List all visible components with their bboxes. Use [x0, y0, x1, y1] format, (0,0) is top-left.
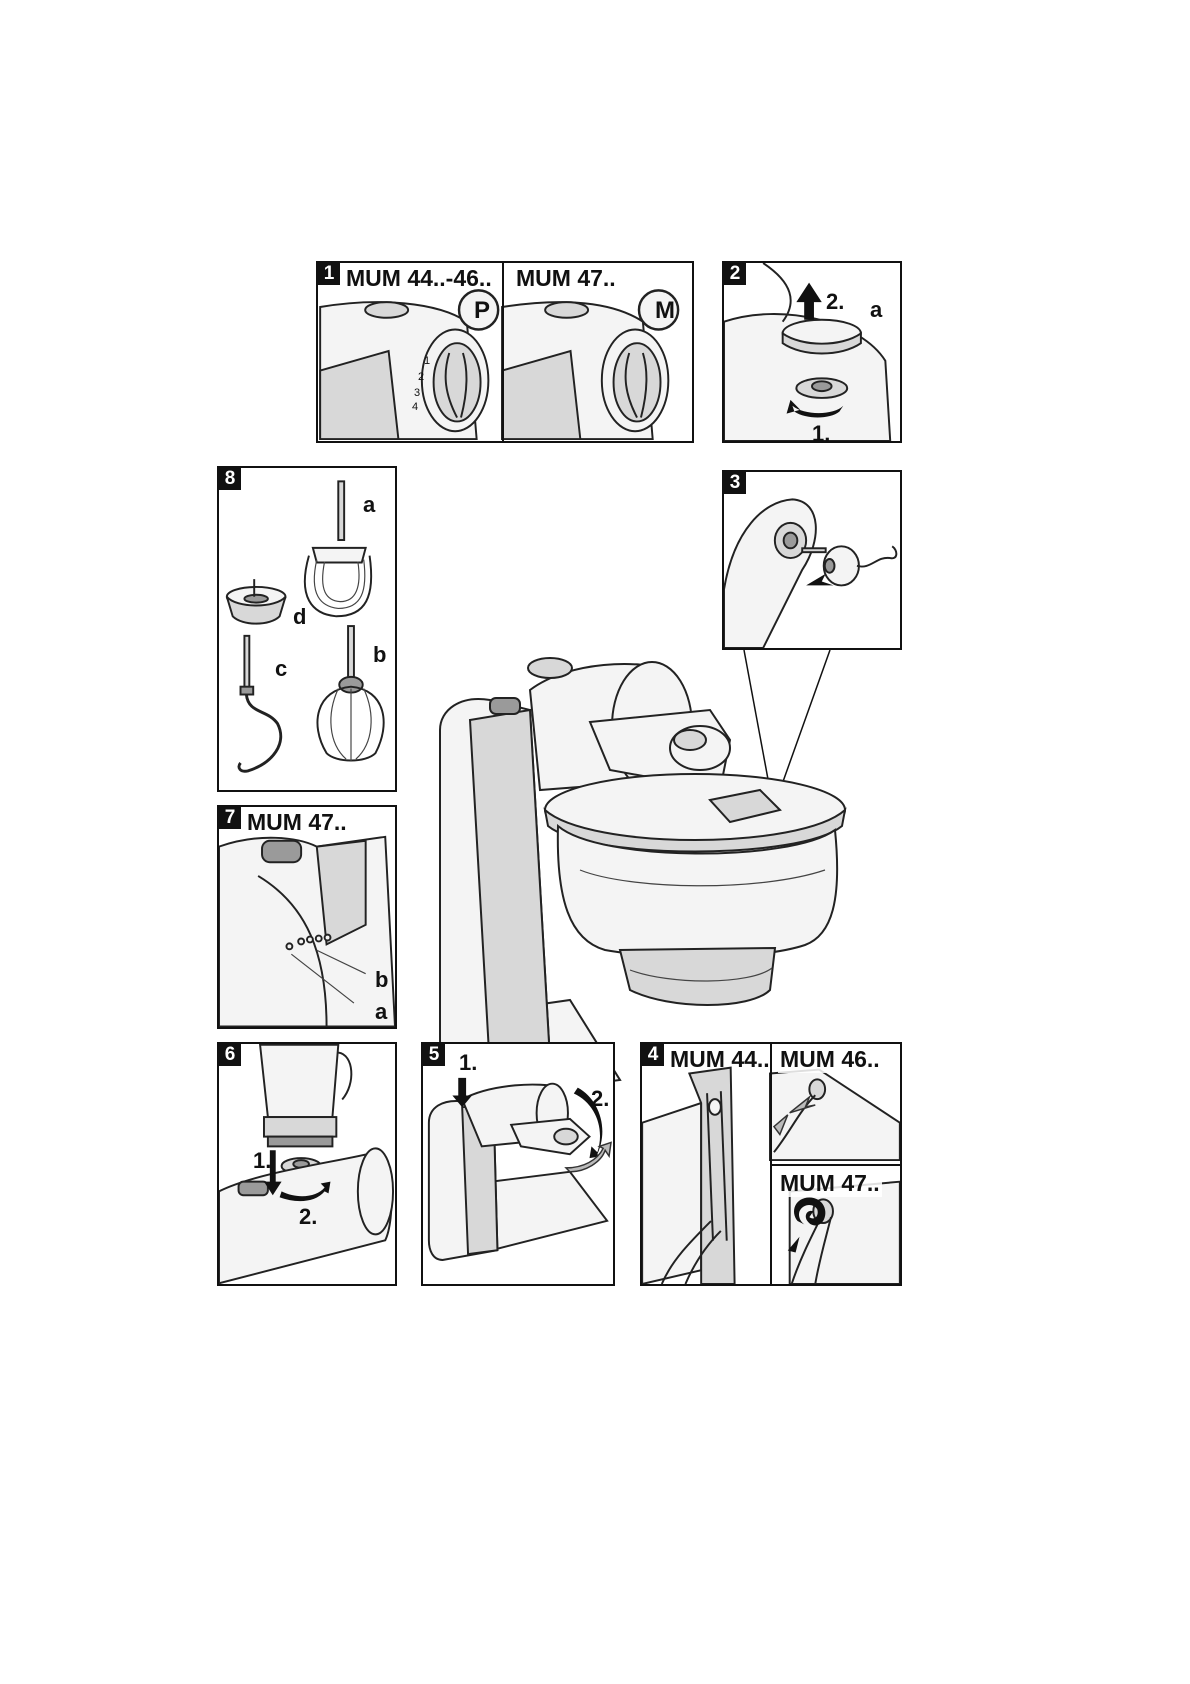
accessories-illustration [225, 480, 385, 773]
m-symbol: M [655, 297, 675, 324]
p-symbol: P [474, 297, 491, 324]
part-d-label: d [293, 604, 307, 629]
panel-number: 4 [642, 1044, 664, 1066]
panel-1-speed-dial: 1 MUM 44..-46.. MUM 47.. P M 1 2 3 4 [316, 261, 694, 443]
arm-positioning-illustration [427, 1077, 612, 1261]
model-label-b: MUM 46.. [778, 1046, 882, 1073]
rotate-arrow-icon [794, 1197, 826, 1226]
panel-5-arm-positioning: 5 1. 2. [421, 1042, 615, 1286]
step-2-label: 2. [299, 1204, 318, 1229]
dial-mark-3: 3 [414, 387, 421, 399]
model-label-left: MUM 44..-46.. [346, 265, 492, 291]
model-label-a: MUM 44.. [670, 1046, 770, 1072]
panel-number: 8 [219, 468, 241, 490]
up-arrow-icon [796, 282, 822, 320]
panel-2-cover-removal: 2 2. a 1. [722, 261, 902, 443]
part-a-label: a [363, 492, 376, 517]
panel-number: 3 [724, 472, 746, 494]
model-label-right: MUM 47.. [516, 265, 616, 291]
indicator-lights-illustration [219, 835, 395, 1027]
step-2-label: 2. [826, 289, 845, 314]
panel-7-indicator-lights: 7 MUM 47.. b a [217, 805, 397, 1029]
rotate-arrow-icon [786, 399, 844, 418]
panel-6-blender-attach: 6 1. 2. [217, 1042, 397, 1286]
dial-mark-1: 1 [424, 355, 431, 367]
panel-divider [502, 263, 504, 441]
panel-divider-vertical [770, 1044, 772, 1284]
speed-dial-illustration [319, 289, 680, 441]
main-kitchen-machine-figure [430, 640, 870, 1110]
step-1-label: 1. [253, 1148, 272, 1173]
part-a-label: a [375, 999, 388, 1024]
dial-mark-4: 4 [412, 401, 419, 413]
step-1-label: 1. [812, 421, 831, 443]
cover-removal-illustration [724, 263, 892, 441]
part-b-label: b [375, 967, 389, 992]
panel-4-cord-storage: 4 MUM 44.. MUM 46.. MUM 47.. [640, 1042, 902, 1286]
dial-mark-2: 2 [418, 371, 425, 383]
part-a-label: a [870, 297, 883, 322]
part-c-label: c [275, 656, 288, 681]
panel-number: 7 [219, 807, 241, 829]
m-mode-icon [637, 289, 680, 331]
part-b-label: b [373, 642, 387, 667]
panel-number: 5 [423, 1044, 445, 1066]
step-2-label: 2. [591, 1086, 610, 1111]
panel-3-accessory-drive: 3 [722, 470, 902, 650]
panel-number: 2 [724, 263, 746, 285]
model-label: MUM 47.. [247, 809, 347, 835]
model-label-c: MUM 47.. [778, 1170, 882, 1197]
panel-divider-horizontal [772, 1164, 900, 1166]
panel-number: 6 [219, 1044, 241, 1066]
blender-attach-illustration [219, 1044, 395, 1284]
panel-number: 1 [318, 263, 340, 285]
rotate-arrow-icon [573, 1087, 603, 1159]
panel-8-accessories: 8 a d b c [217, 466, 397, 792]
accessory-drive-illustration [724, 498, 898, 648]
step-1-label: 1. [459, 1050, 478, 1075]
p-program-icon [457, 289, 500, 331]
